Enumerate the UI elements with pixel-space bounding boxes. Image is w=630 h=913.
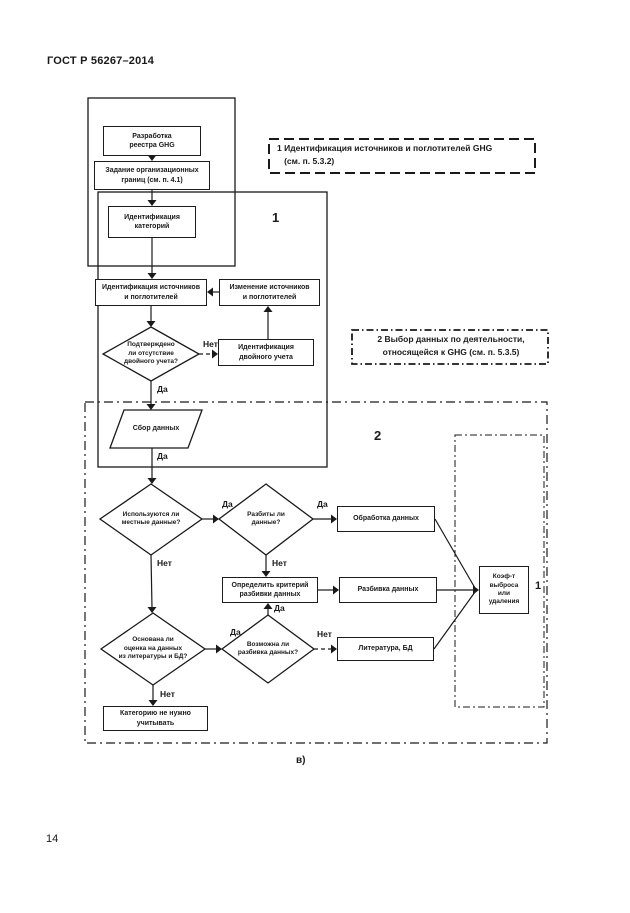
parallelogram-collect-data-label: Сбор данных xyxy=(132,425,180,433)
node-literature-db: Литература, БД xyxy=(337,637,434,661)
edge-label-no-literature: Нет xyxy=(160,689,175,699)
arrow-collect-localdata xyxy=(147,478,157,484)
arrow-localdata-literatureq xyxy=(147,607,157,613)
frame-top-group xyxy=(87,97,236,267)
arrow-literatureq-possibleq xyxy=(216,644,222,654)
edge-label-yes-collect: Да xyxy=(157,451,168,461)
coef-ref-label: 1 xyxy=(535,580,542,592)
legend-block-1: 1 Идентификация источников и поглотителе… xyxy=(277,143,493,166)
arrow-localdata-splitq xyxy=(213,514,219,524)
diamond-literature-question-label: Основана ли оценка на данных из литерату… xyxy=(118,636,188,661)
diamond-literature-question xyxy=(99,612,207,686)
arrow-change-identsources xyxy=(207,287,213,297)
diamond-possible-question xyxy=(220,614,316,684)
node-identify-double-counting: Идентификация двойного учета xyxy=(218,339,314,366)
diamond-double-check-label: Подтверждено ли отсутствие двойного учет… xyxy=(124,341,178,366)
edge-label-yes-local: Да xyxy=(222,499,233,509)
diamond-local-data-label: Используются ли местные данные? xyxy=(121,510,181,526)
arrow-criterion-split xyxy=(333,585,339,595)
diamond-double-check xyxy=(101,326,201,382)
edge-label-no-possible: Нет xyxy=(317,629,332,639)
arrow-doublecheck-identdouble xyxy=(212,349,218,359)
node-identify-sources-sinks: Идентификация источников и поглотителей xyxy=(95,279,207,306)
edge-label-yes-double: Да xyxy=(157,384,168,394)
zone-2-label: 2 xyxy=(374,428,382,443)
node-develop-registry: Разработка реестра GHG xyxy=(103,126,201,156)
edge-label-yes-possible: Да xyxy=(274,603,285,613)
parallelogram-collect-data xyxy=(109,409,203,449)
arrow-categories-identsources xyxy=(147,273,157,279)
zone-1-label: 1 xyxy=(272,210,280,225)
diamond-split-question xyxy=(217,483,315,556)
arrow-identdouble-change xyxy=(263,306,273,312)
arrow-into-coef xyxy=(473,585,479,595)
page-number: 14 xyxy=(46,833,59,845)
diamond-possible-question-label: Возможна ли разбивка данных? xyxy=(237,640,299,656)
figure-caption: в) xyxy=(296,755,306,766)
node-organizational-boundaries: Задание организационных границ (см. п. 4… xyxy=(94,161,210,190)
node-define-split-criterion: Определить критерий разбивки данных xyxy=(222,577,318,603)
arrow-possibleq-literature xyxy=(331,644,337,654)
frame-coef-dashed xyxy=(454,434,545,708)
diamond-local-data xyxy=(98,483,204,556)
arrow-splitq-criterion xyxy=(261,571,271,577)
frame-legend-2 xyxy=(351,329,549,365)
edge-label-no-local: Нет xyxy=(157,558,172,568)
node-data-split: Разбивка данных xyxy=(339,577,437,603)
node-change-sources-sinks: Изменение источников и поглотителей xyxy=(219,279,320,306)
node-data-processing: Обработка данных xyxy=(337,506,435,532)
edge-label-yes-literature: Да xyxy=(230,627,241,637)
arrow-registry-boundaries xyxy=(147,155,157,161)
arrow-boundaries-categories xyxy=(147,200,157,206)
connector-localdata-literatureq xyxy=(150,554,153,609)
frame-zone-1 xyxy=(97,191,328,468)
node-category-not-counted: Категорию не нужно учитывать xyxy=(103,706,208,731)
node-identify-categories: Идентификация категорий xyxy=(108,206,196,238)
arrow-identsources-doublecheck xyxy=(146,321,156,327)
arrow-literatureq-category xyxy=(148,700,158,706)
arrow-possibleq-criterion xyxy=(263,603,273,609)
legend-block-2: 2 Выбор данных по деятельности, относяще… xyxy=(377,334,525,357)
connector-literature-coef xyxy=(433,591,476,650)
node-emission-removal-factor: Коэф-т выброса или удаления xyxy=(479,566,529,614)
arrow-doublecheck-collect xyxy=(146,404,156,410)
arrow-splitq-processing xyxy=(331,514,337,524)
frame-zone-2-dashed xyxy=(84,401,548,744)
edge-label-no-double: Нет xyxy=(203,339,218,349)
edge-label-yes-split: Да xyxy=(317,499,328,509)
diamond-split-question-label: Разбиты ли данные? xyxy=(247,510,285,526)
edge-label-no-split: Нет xyxy=(272,558,287,568)
connector-processing-coef xyxy=(434,518,476,589)
standard-reference: ГОСТ Р 56267–2014 xyxy=(47,55,155,67)
